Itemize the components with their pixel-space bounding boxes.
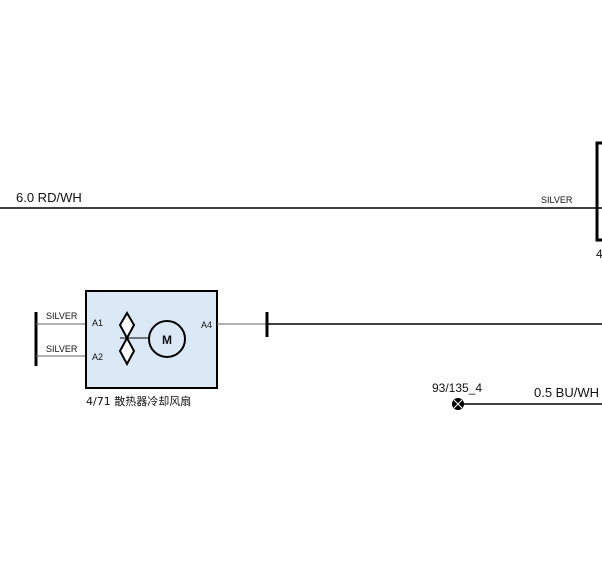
pin-a2-connector-label: SILVER <box>46 344 78 354</box>
pin-a4-label: A4 <box>201 320 212 330</box>
wire-top-group: 6.0 RD/WH SILVER <box>0 190 602 209</box>
right-component-partial: 4 <box>595 141 602 261</box>
motor-symbol: M <box>162 333 172 347</box>
wire-splice-label: 0.5 BU/WH <box>534 385 599 400</box>
splice-label: 93/135_4 <box>432 381 482 395</box>
fan-component-label: 4/71 散热器冷却风扇 <box>86 394 191 408</box>
wire-top-connector-label: SILVER <box>541 195 573 205</box>
splice-group: 93/135_4 0.5 BU/WH <box>432 381 602 410</box>
pin-a1-label: A1 <box>92 318 103 328</box>
fan-blade-icon <box>118 311 150 367</box>
wire-top-label: 6.0 RD/WH <box>16 190 82 205</box>
motor-icon: M <box>148 320 186 358</box>
fan-component-group: SILVER SILVER A1 A2 A4 M 4/71 散热器冷却风扇 <box>34 290 602 408</box>
right-component-label-fragment: 4 <box>596 247 602 261</box>
right-component-bracket <box>595 141 602 242</box>
pin-a1-connector-label: SILVER <box>46 311 78 321</box>
splice-point-icon[interactable] <box>452 398 464 410</box>
pin-a2-label: A2 <box>92 352 103 362</box>
